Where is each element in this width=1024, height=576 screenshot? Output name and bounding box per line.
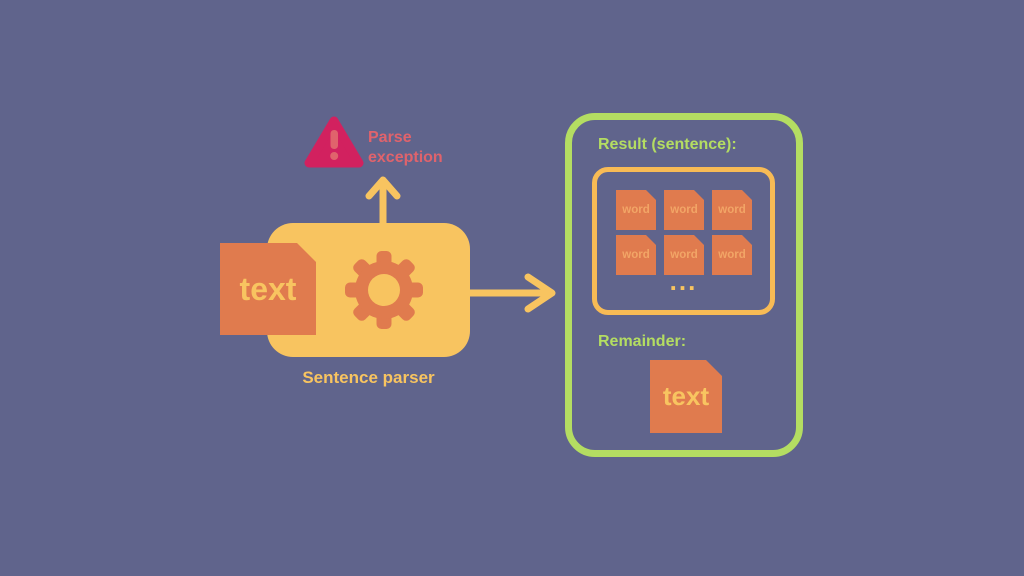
remainder-doc-label: text [662,381,710,411]
word-chip-label: word [718,204,746,216]
ellipsis-label: ... [669,266,698,296]
word-chip: word [616,235,656,275]
word-chip: word [664,235,704,275]
word-chip-label: word [622,249,650,261]
word-chip-label: word [670,204,698,216]
result-title: Result (sentence): [598,136,737,153]
remainder-text-document: text [650,360,722,433]
warning-triangle-icon [304,116,364,168]
parse-exception-label: Parse exception [368,129,443,166]
word-chip-grid: word word word word word word [616,190,752,275]
gear-icon [345,251,423,329]
input-doc-label: text [239,270,297,307]
arrow-right-icon [466,273,556,313]
word-chip-label: word [622,204,650,216]
input-text-document: text [220,243,316,335]
word-chip: word [712,235,752,275]
word-chip: word [664,190,704,230]
word-chip: word [712,190,752,230]
remainder-title: Remainder: [598,333,687,350]
sentence-words-box: word word word word word word ... [592,167,775,315]
sentence-parser-label: Sentence parser [302,368,435,387]
arrow-up-icon [365,176,401,226]
word-chip-label: word [670,249,698,261]
word-chip-label: word [718,249,746,261]
word-chip: word [616,190,656,230]
result-panel: Result (sentence): word word word word w… [565,113,803,457]
